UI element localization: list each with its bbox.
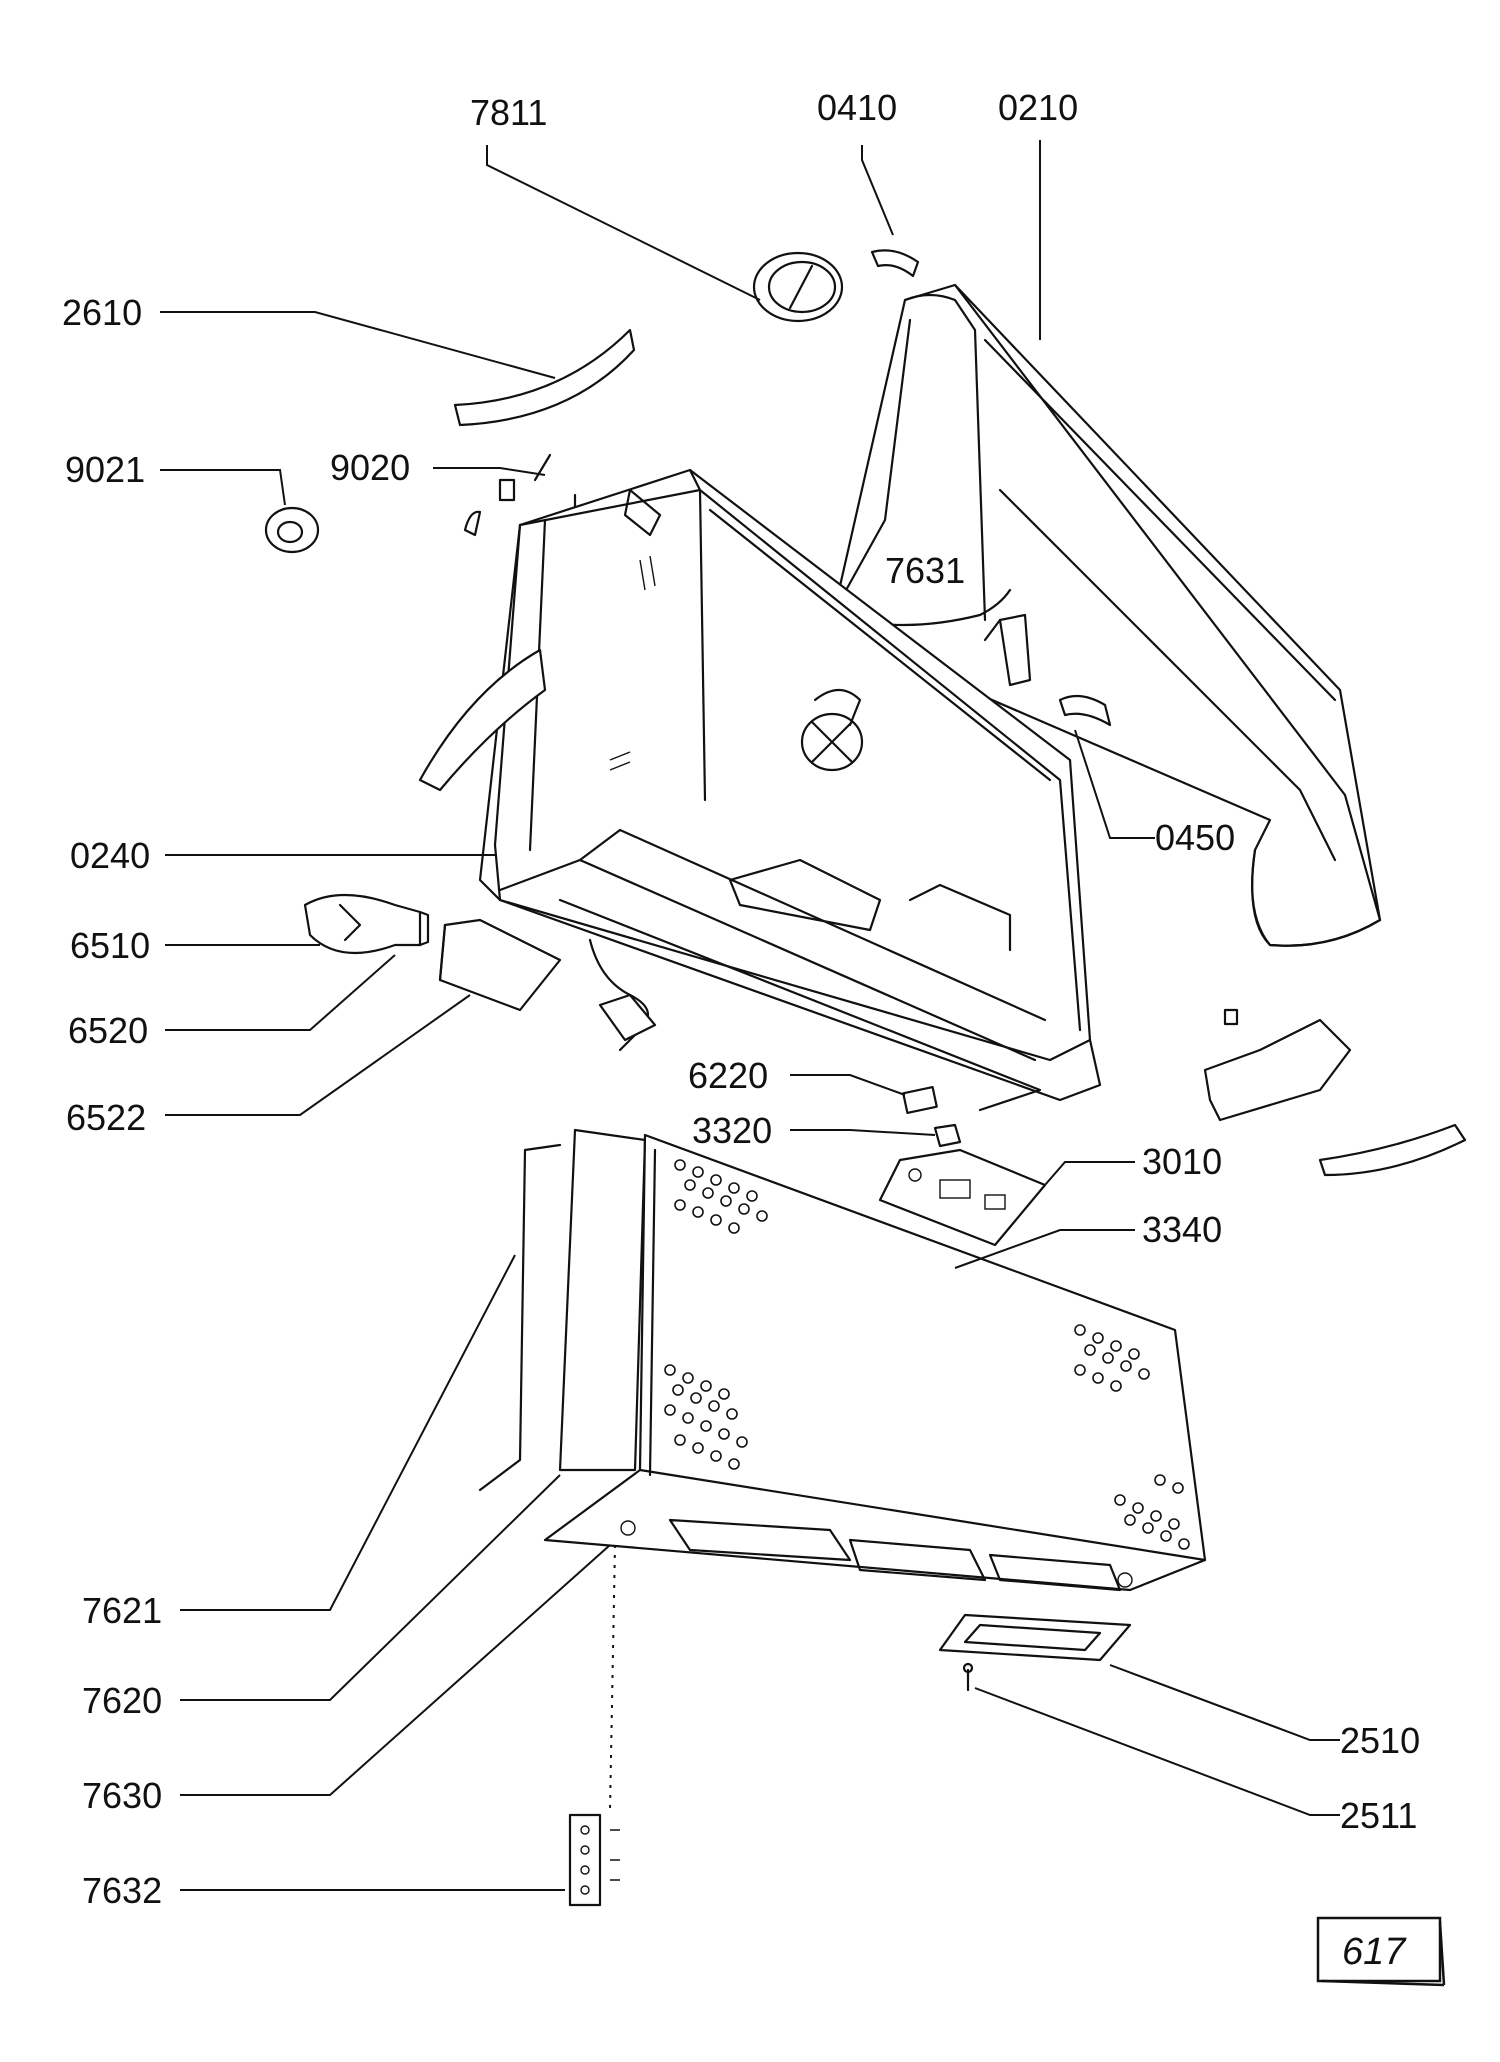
label-7631: 7631 [885,550,965,591]
part-3320-clip [933,1123,962,1148]
part-6522-lamp-cover [438,918,562,1012]
label-3320: 3320 [692,1110,772,1151]
part-7631-bracket [983,613,1032,687]
label-6220: 6220 [688,1055,768,1096]
part-2610-trim-strip [453,328,636,427]
label-7630: 7630 [82,1775,162,1816]
part-right-bracket [1203,1008,1467,1177]
page-number-box: 617 [1316,1916,1446,1987]
label-7811: 7811 [470,92,547,133]
part-0240-main-housing [418,468,1102,1112]
vent-holes [664,1159,1190,1550]
page-number: 617 [1342,1931,1407,1973]
label-7621: 7621 [82,1590,162,1631]
part-2511-screw [962,1662,974,1692]
label-9020: 9020 [330,447,410,488]
label-7632: 7632 [82,1870,162,1911]
part-7620-bottom-panel [478,1128,1207,1592]
label-0410: 0410 [817,87,897,128]
label-3340: 3340 [1142,1209,1222,1250]
label-2511: 2511 [1340,1795,1417,1836]
label-3010: 3010 [1142,1141,1222,1182]
part-labels: 7811 0410 0210 2610 9021 9020 7631 0450 … [62,87,1420,1911]
label-6520: 6520 [68,1010,148,1051]
part-7632-switch-strip [568,1544,620,1907]
label-0450: 0450 [1155,817,1235,858]
part-7811-round-cover [752,251,844,323]
part-2510-plate [938,1613,1132,1662]
part-power-cord [588,938,657,1052]
label-0210: 0210 [998,87,1078,128]
label-7620: 7620 [82,1680,162,1721]
part-9021-knob [264,506,320,554]
part-3010-control-board [878,1148,1047,1247]
leader-lines [160,140,1340,1891]
part-0410-clip [870,249,920,278]
label-2610: 2610 [62,292,142,333]
label-0240: 0240 [70,835,150,876]
part-0210-chimney-canopy [828,283,1382,947]
part-6220-switch [902,1085,938,1115]
label-9021: 9021 [65,449,145,490]
part-0450-clip [1058,694,1112,727]
label-2510: 2510 [1340,1720,1420,1761]
label-6522: 6522 [66,1097,146,1138]
label-6510: 6510 [70,925,150,966]
part-6510-lamp-bulb [303,893,430,955]
